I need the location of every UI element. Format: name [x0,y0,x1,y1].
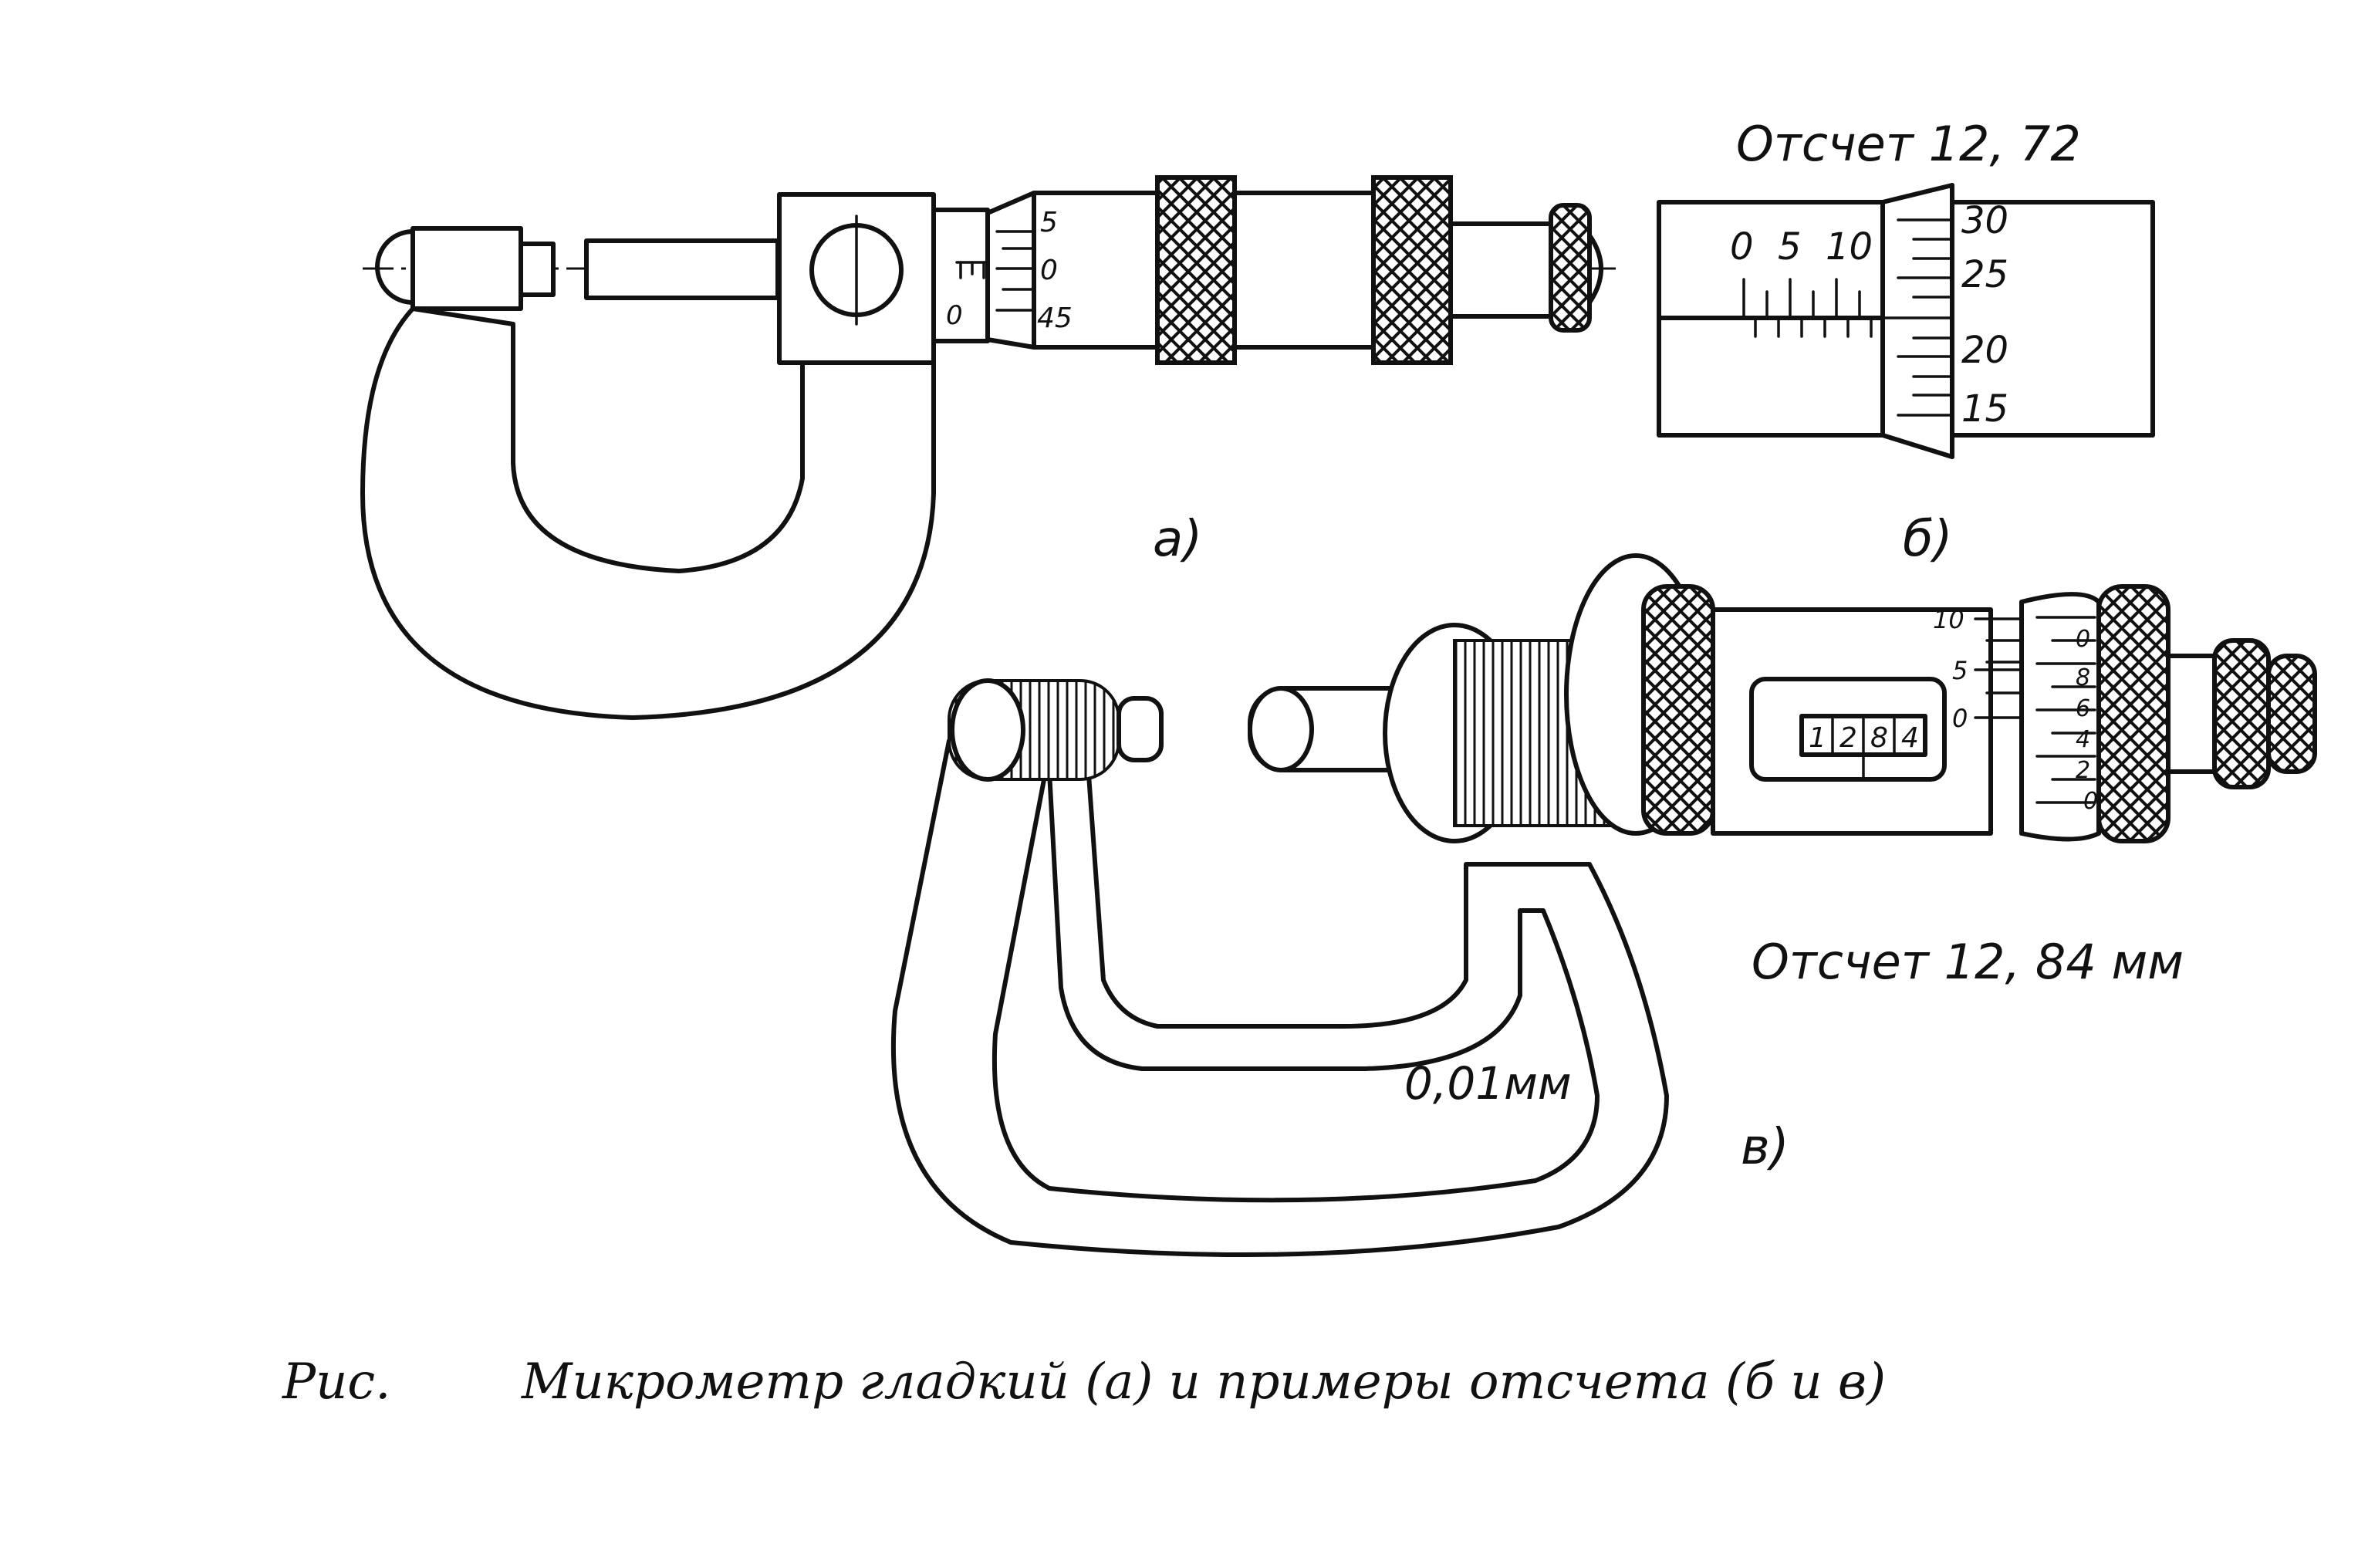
counter-digit-4: 4 [1901,722,1919,754]
micrometer-smooth-diagram: 0 5 0 45 а) [360,175,1620,720]
sleeve-ticks-lower [1754,316,1873,338]
thimble-mark-20: 20 [1961,329,2008,372]
counter-digits: 1 2 8 4 [1799,714,1927,781]
ratchet-c-1 [2212,638,2271,789]
thimble-mark-30: 30 [1961,199,2008,242]
thimble-mark-c-8: 8 [2076,664,2090,691]
counter-digit-3: 8 [1870,722,1888,754]
thimble-mark-c-6: 6 [2076,695,2090,722]
thimble-ticks-b [1881,218,1954,417]
counter-digit-2: 2 [1839,722,1857,754]
thimble-c [2019,592,2101,842]
frame-c-inner [992,769,1600,1203]
spindle [584,238,780,300]
ratchet-c-shaft [2166,654,2217,774]
anvil-block [410,226,523,311]
thimble-mark-c-4: 4 [2076,726,2090,753]
thimble-mark-25: 25 [1961,253,2008,296]
thimble-mark-45: 45 [1037,302,1073,334]
thimble-mark-c-0b: 0 [2083,788,2098,815]
reading-b-title: Отсчет 12, 72 [1736,116,2081,172]
thimble-mark-c-0a: 0 [2076,626,2090,653]
frame [360,306,936,720]
knurled-ring-2 [1371,175,1453,365]
micrometer-counter-diagram: 1 2 8 4 10 5 0 [890,553,2317,1257]
thimble-ticks [995,230,1034,312]
thimble-ticks-c [2035,616,2096,804]
ratchet-shaft [1448,221,1553,319]
sleeve-mark-c-5: 5 [1952,656,1968,685]
spindle-c-face [1248,686,1314,772]
thimble-mark-c-2: 2 [2076,757,2090,784]
caption-prefix: Рис. [282,1353,390,1411]
sleeve-mark-10: 10 [1826,225,1873,269]
anvil-c-tip [1117,696,1164,762]
figure-b-label: б) [1903,511,1952,568]
counter-digit-1: 1 [1809,722,1826,754]
frame-c-text: 0,01мм [1404,1057,1572,1110]
reading-example-b: Отсчет 12, 72 0 5 10 [1657,116,2155,568]
sleeve-mark-c-10: 10 [1933,605,1964,634]
sleeve-mark-0: 0 [1730,225,1754,269]
thimble-mark-5: 5 [1040,207,1058,238]
sleeve-mark-5: 5 [1778,225,1802,269]
thimble-bevel [985,191,1036,350]
reading-c-title: Отсчет 12, 84 мм [1752,934,2184,990]
ratchet-c-2 [2266,654,2317,774]
frame-c [890,738,1669,1257]
thimble-mark-15: 15 [1961,387,2008,431]
thimble-mark-0: 0 [1040,255,1058,286]
ratchet-cap [1587,233,1603,305]
sleeve-ticks-upper [1742,278,1861,319]
figure-c-label: в) [1741,1119,1789,1176]
knurl-c-2 [2096,584,2171,843]
knurled-ring-1 [1155,175,1237,365]
anvil-tip [519,242,556,297]
thimble-body [1232,191,1376,350]
sleeve-mark: 0 [946,300,963,331]
anvil-end [375,229,415,305]
ratchet-knob [1549,203,1592,333]
caption-text: Микрометр гладкий (а) и примеры отсчета … [521,1353,1886,1411]
sleeve-scale-c [1974,617,2023,719]
anvil-c-face [950,678,1025,782]
sleeve-mark-c-0: 0 [1952,704,1968,733]
figure-a-label: а) [1153,511,1202,568]
knurl-c-1 [1641,584,1715,836]
